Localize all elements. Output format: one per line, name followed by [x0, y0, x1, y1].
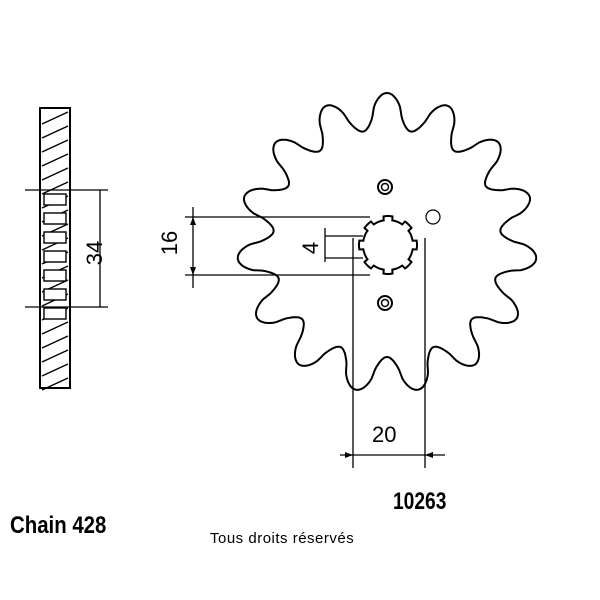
- dimension-34: 34: [82, 240, 108, 266]
- splined-hub: [358, 215, 418, 275]
- mount-hole-bottom: [377, 295, 393, 311]
- dimension-20: 20: [372, 422, 397, 447]
- chain-side-view: [39, 107, 71, 391]
- small-hole: [425, 209, 441, 225]
- dimension-4: 4: [298, 241, 324, 255]
- dimension-16: 16: [157, 230, 183, 256]
- mount-hole-top: [377, 179, 393, 195]
- copyright-notice: Tous droits réservés: [210, 530, 355, 547]
- part-reference: 10263: [393, 488, 447, 515]
- chain-label: Chain 428: [10, 512, 107, 539]
- sprocket-outline: [236, 91, 538, 391]
